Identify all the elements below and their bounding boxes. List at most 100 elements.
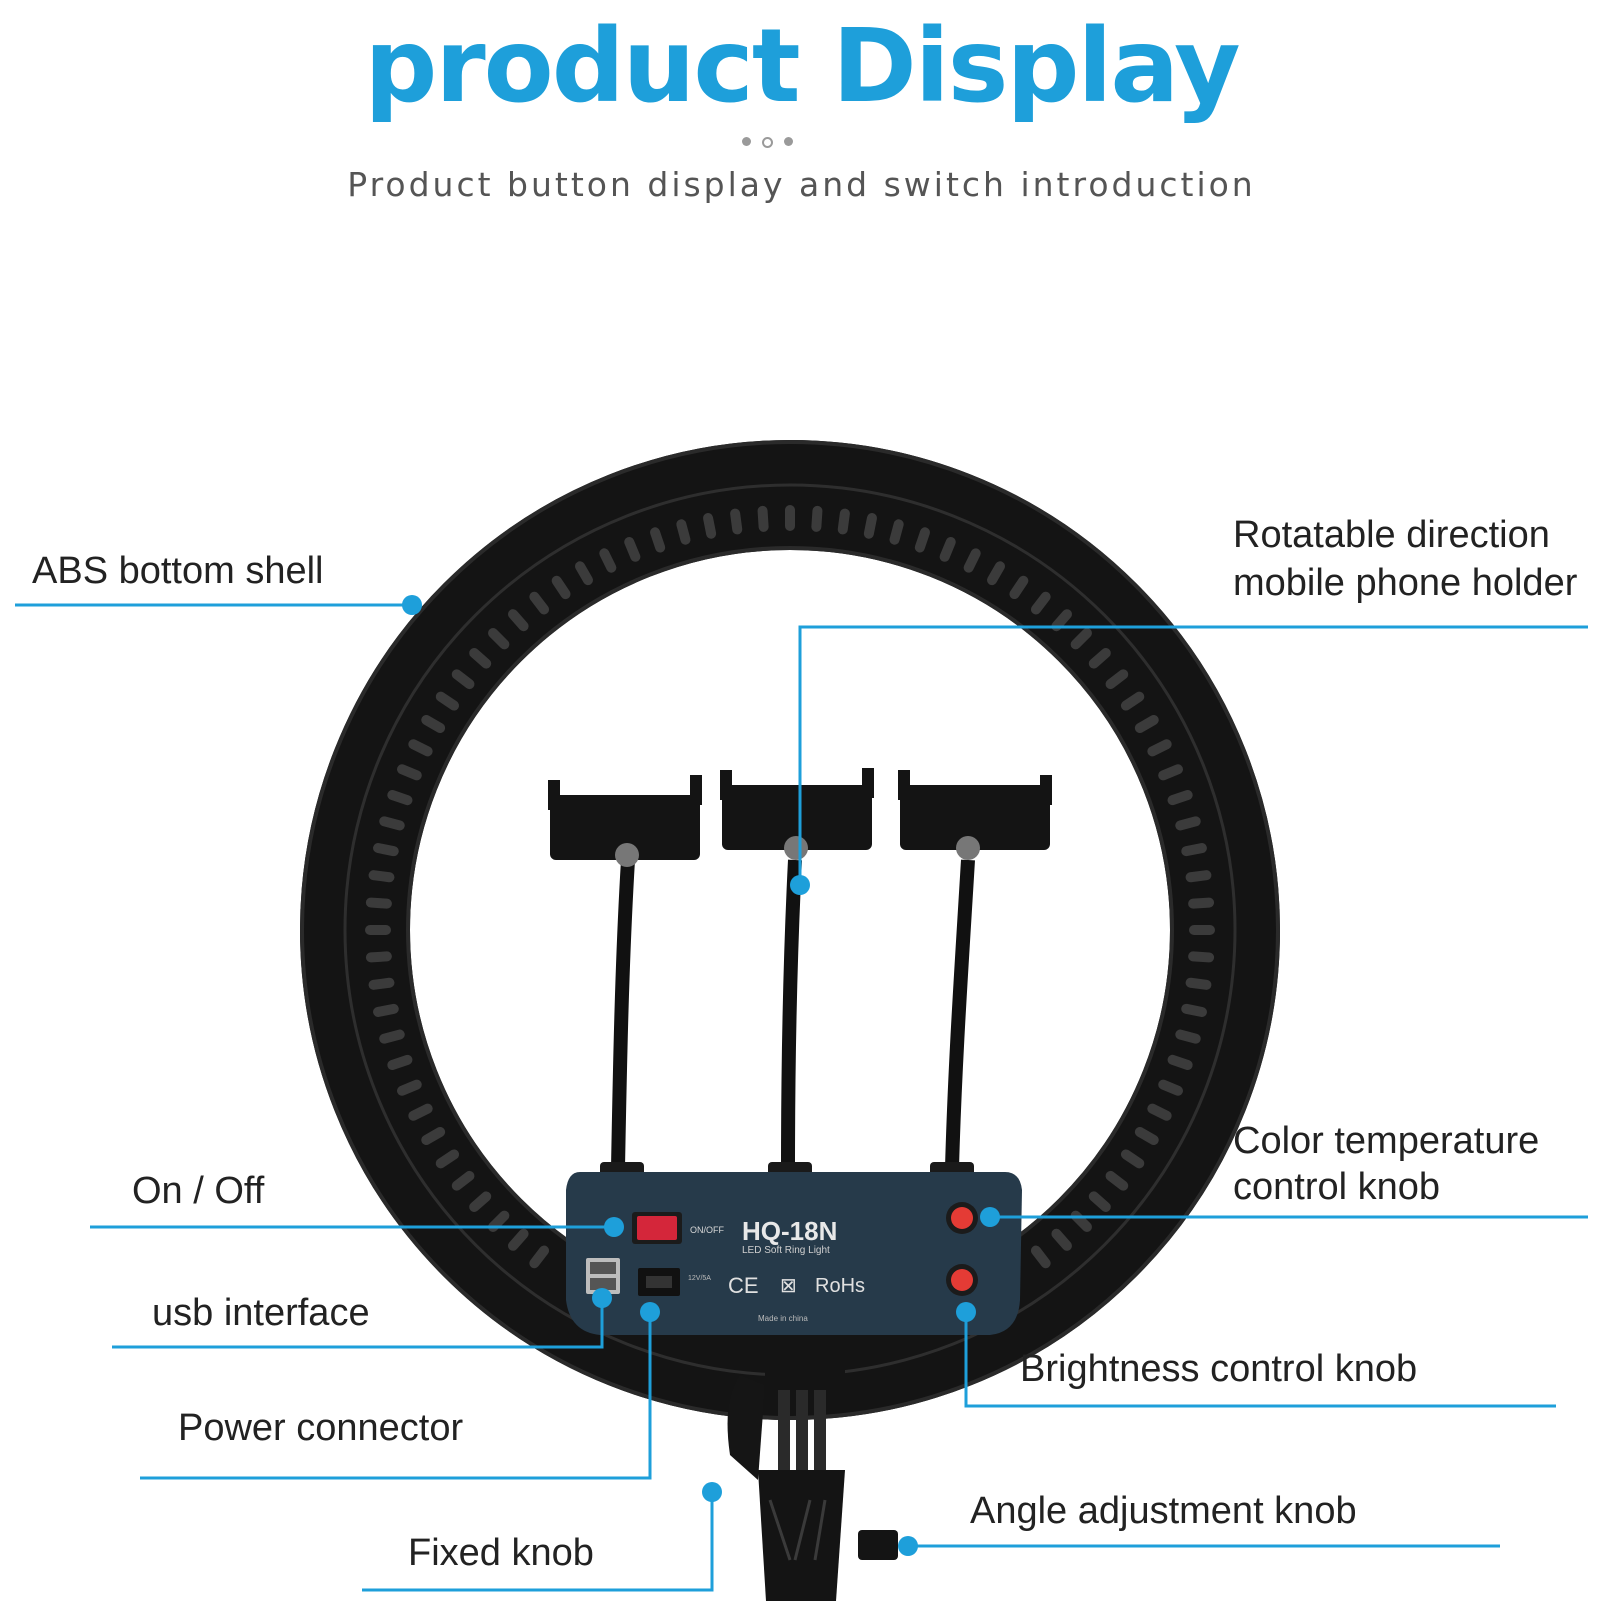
ring-vent-slot [730, 508, 743, 535]
ring-vent-slot [624, 537, 641, 562]
callout-line-power [140, 1312, 652, 1480]
ring-vent-slot [811, 505, 823, 532]
angle-knob-body[interactable] [858, 1530, 898, 1560]
ring-vent-slot [469, 648, 492, 669]
callout-dots [402, 595, 1000, 1556]
ring-vent-slot [1188, 897, 1215, 909]
ring-vent-slot [1167, 1054, 1193, 1070]
ring-vent-slot [1181, 1003, 1207, 1017]
fixed-knob-body[interactable] [727, 1375, 765, 1480]
power-switch-rocker [637, 1216, 677, 1240]
mount-stem [727, 1335, 898, 1601]
ring-vent-slot [368, 977, 395, 990]
label-angle-adjustment-knob: Angle adjustment knob [970, 1490, 1357, 1532]
ring-vent-slot [889, 519, 904, 545]
svg-text:12V/5A: 12V/5A [688, 1275, 711, 1282]
ring-vent-slot [435, 691, 460, 711]
weee-icon: ⊠ [780, 1275, 797, 1297]
dot-1 [742, 137, 751, 146]
ring-vent-slot [1188, 951, 1215, 963]
ring-vent-slot [1134, 1127, 1159, 1145]
ring-vent-slot [1134, 715, 1159, 733]
callout-line-phone-holder [798, 625, 1588, 885]
label-phone-holder-line1: Rotatable direction [1233, 514, 1550, 556]
ring-vent-slot [1147, 739, 1172, 757]
ring-vent-slot [421, 1127, 446, 1145]
ring-vent-slot [939, 537, 956, 562]
ring-vent-slot [575, 561, 593, 586]
ring-vent-slot [599, 548, 617, 573]
ring-vent-slot [863, 513, 877, 539]
model-name: HQ-18N [742, 1216, 837, 1246]
ce-mark: CE [728, 1273, 759, 1298]
callout-line-fixed-knob [362, 1492, 714, 1592]
label-color-temp-line1: Color temperature [1233, 1120, 1540, 1162]
page-title: product Display [364, 7, 1240, 126]
dot-2 [762, 137, 773, 148]
page-subtitle: Product button display and switch introd… [347, 165, 1256, 204]
ring-vent-slot [408, 739, 433, 757]
ring-vent-slot [365, 925, 391, 935]
made-in-label: Made in china [758, 1314, 808, 1323]
ring-vent-slot [387, 1054, 413, 1070]
ring-vent-slot [785, 505, 795, 531]
label-brightness-knob: Brightness control knob [1020, 1348, 1418, 1390]
phone-holder-right [898, 770, 1052, 1176]
ring-vent-slot [1167, 790, 1193, 806]
ring-vent-slot [1147, 1103, 1172, 1121]
ring-vent-slot [1181, 843, 1207, 857]
label-abs-bottom-shell: ABS bottom shell [32, 550, 324, 592]
ring-vent-slot [373, 843, 399, 857]
ring-vent-slot [365, 951, 392, 963]
ring-vent-slot [1185, 870, 1212, 883]
ring-vent-slot [1088, 1191, 1111, 1212]
ring-vent-slot [397, 764, 422, 781]
ring-vent-slot [914, 527, 930, 553]
ring-vent-slot [837, 508, 850, 535]
ring-vent-slot [1175, 816, 1201, 831]
carousel-dots [740, 134, 810, 150]
ring-vent-slot [1105, 1170, 1129, 1191]
label-phone-holder-line2: mobile phone holder [1233, 562, 1578, 604]
ring-vent-slot [387, 790, 413, 806]
ring-vent-slot [1189, 925, 1215, 935]
label-usb-interface: usb interface [152, 1292, 370, 1334]
ring-vent-slot [1030, 591, 1051, 615]
ring-vent-slot [469, 1191, 492, 1212]
ring-vent-slot [1158, 764, 1183, 781]
ring-vent-slot [1120, 691, 1145, 711]
label-fixed-knob: Fixed knob [408, 1532, 594, 1574]
ring-vent-slot [488, 628, 510, 650]
ring-vent-slot [650, 527, 666, 553]
callout-line-usb [112, 1298, 604, 1349]
ring-vent-slot [451, 669, 475, 690]
ring-vent-slot [1185, 977, 1212, 990]
ring-vent-slot [421, 715, 446, 733]
ring-vent-slots [365, 505, 1215, 1269]
ring-vent-slot [757, 505, 769, 532]
label-color-temp-line2: control knob [1233, 1166, 1441, 1208]
ring-vent-slot [1030, 1245, 1051, 1269]
ring-vent-slot [508, 1228, 529, 1251]
phone-holder-left [548, 775, 702, 1176]
ring-vent-slot [676, 519, 691, 545]
model-subtitle: LED Soft Ring Light [742, 1245, 830, 1256]
ring-vent-slot [365, 897, 392, 909]
label-on-off: On / Off [132, 1170, 265, 1212]
control-panel: ON/OFF HQ-18N LED Soft Ring Light 12V/5A… [566, 1172, 1022, 1335]
ring-vent-slot [1158, 1079, 1183, 1096]
ring-vent-slot [508, 609, 529, 632]
phone-holder-center [720, 768, 874, 1176]
callout-line-brightness [964, 1312, 1556, 1408]
rohs-mark: RoHs [815, 1275, 865, 1297]
ring-vent-slot [397, 1079, 422, 1096]
ring-vent-slot [1009, 575, 1029, 600]
ring-vent-slot [1088, 648, 1111, 669]
ring-vent-slot [379, 1029, 405, 1044]
dot-3 [784, 137, 793, 146]
ring-vent-slot [987, 561, 1005, 586]
ring-vent-slot [373, 1003, 399, 1017]
ring-vent-slot [435, 1149, 460, 1169]
